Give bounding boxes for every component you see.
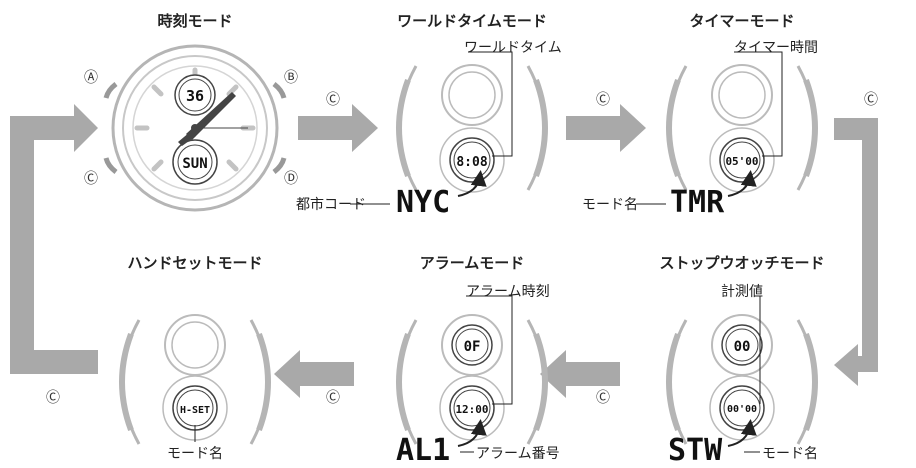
stopwatch-mode-name: STW xyxy=(668,433,723,464)
timer-mode-name-label: モード名 xyxy=(582,197,638,213)
c-label-5: Ⓒ xyxy=(326,390,340,406)
arrow-world-to-timer xyxy=(566,104,646,152)
hand-mode-name-label: モード名 xyxy=(167,446,223,462)
flow-arrows xyxy=(10,104,878,398)
button-a-label: Ⓐ xyxy=(84,70,98,86)
timer-mode-name: TMR xyxy=(670,185,725,220)
time-top-display: 36 xyxy=(186,87,204,105)
title-time-mode: 時刻モード xyxy=(157,12,232,30)
c-label-1: Ⓒ xyxy=(326,92,340,108)
world-city-code-label: 都市コード xyxy=(296,196,366,213)
stopwatch-mode-name-label: モード名 xyxy=(762,446,818,462)
timer-mode-watch: 05'00 xyxy=(666,64,818,193)
time-bottom-display: SUN xyxy=(182,156,207,172)
title-hand-mode: ハンドセットモード xyxy=(127,254,262,272)
title-timer-mode: タイマーモード xyxy=(689,12,794,30)
timer-callout: タイマー時間 xyxy=(734,40,818,56)
alarm-display: 12:00 xyxy=(455,403,488,416)
title-world-mode: ワールドタイムモード xyxy=(397,12,547,30)
stopwatch-display: 00'00 xyxy=(727,404,757,415)
alarm-code: AL1 xyxy=(396,433,450,464)
alarm-mode-watch: 0F 12:00 xyxy=(396,314,548,445)
c-label-2: Ⓒ xyxy=(596,92,610,108)
arrow-hand-to-time xyxy=(10,104,98,374)
c-label-3: Ⓒ xyxy=(864,92,878,108)
title-stopwatch-mode: ストップウオッチモード xyxy=(659,254,824,272)
world-city-code: NYC xyxy=(396,185,450,220)
c-label-6: Ⓒ xyxy=(46,390,60,406)
arrow-alarm-to-hand xyxy=(274,350,354,398)
stopwatch-callout: 計測値 xyxy=(721,284,763,300)
world-mode-watch: 8:08 xyxy=(396,64,548,193)
button-c-label: Ⓒ xyxy=(84,171,98,187)
stopwatch-mode-watch: 00 00'00 xyxy=(666,314,818,445)
alarm-code-label: アラーム番号 xyxy=(476,446,560,462)
alarm-callout: アラーム時刻 xyxy=(466,284,550,300)
hand-set-watch: H-SET xyxy=(119,314,271,445)
arrow-timer-to-stopwatch xyxy=(834,118,878,386)
timer-display: 05'00 xyxy=(725,155,758,168)
time-mode-watch: 36 SUN xyxy=(103,44,287,212)
title-alarm-mode: アラームモード xyxy=(420,254,525,272)
button-b-label: Ⓑ xyxy=(284,70,298,86)
arrow-stopwatch-to-alarm xyxy=(540,350,620,398)
hand-display: H-SET xyxy=(180,405,210,416)
c-label-4: Ⓒ xyxy=(596,390,610,406)
alarm-top-display: 0F xyxy=(464,339,481,355)
stopwatch-top-display: 00 xyxy=(734,339,751,355)
arrow-time-to-world xyxy=(298,104,378,152)
world-callout: ワールドタイム xyxy=(464,40,562,56)
button-d-label: Ⓓ xyxy=(284,171,298,187)
world-display: 8:08 xyxy=(456,155,487,170)
